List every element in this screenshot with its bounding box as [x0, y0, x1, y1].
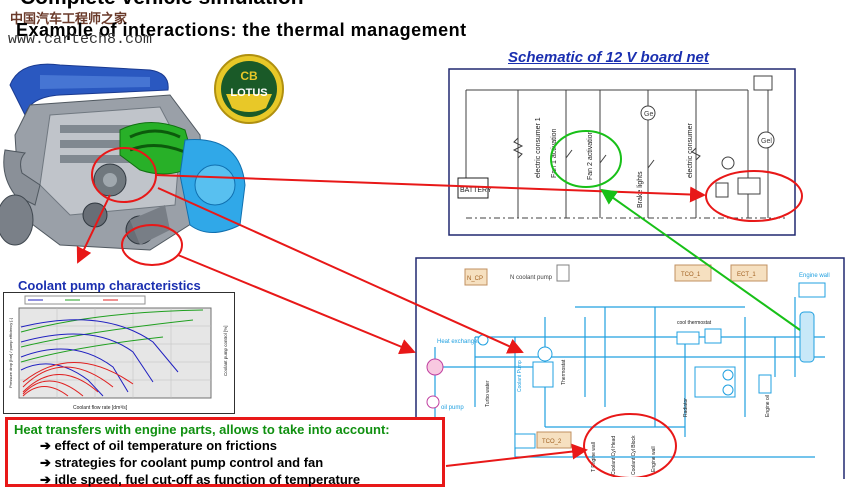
lotus-logo-text: LOTUS	[230, 87, 267, 99]
coolant-pump-chart: Coolant flow rate [dm³/s] Pressure drop …	[3, 292, 235, 414]
n-coolant-pump-label: N coolant pump	[510, 275, 553, 281]
pump-chart-ylabel: Pressure drop [bar] / pump efficiency [-…	[8, 318, 13, 388]
fan2-label: Fan 2 activation	[587, 130, 594, 180]
t-engine-wall-label: Engine wall	[651, 446, 657, 472]
svg-text:CB: CB	[240, 69, 258, 83]
engine-wall-label: Engine wall	[799, 273, 830, 279]
tco1-label: TCO_1	[681, 272, 701, 278]
coolant-cyl-block-label: Coolant Cyl Block	[631, 435, 637, 475]
ect1-label: ECT_1	[737, 272, 756, 278]
thermostat-label: Thermostat	[561, 359, 567, 385]
pump-chart-title: Coolant pump characteristics	[18, 278, 201, 293]
fan1-label: Fan 1 activation	[551, 128, 558, 178]
pump-chart-y2label: Coolant pump control [%]	[223, 325, 228, 376]
watermark-chinese: 中国汽车工程师之家	[10, 11, 128, 26]
svg-text:Gel: Gel	[761, 138, 772, 145]
svg-text:Ge: Ge	[644, 111, 653, 118]
coolant-pump-label: Coolant Pump	[517, 360, 523, 392]
heat-exchanger-label: Heat exchanger	[437, 339, 479, 345]
thermal-circuit-diagram: N_CP N coolant pump TCO_1 ECT_1 Engine w…	[415, 257, 845, 479]
heat-transfer-item: ➔ strategies for coolant pump control an…	[40, 455, 324, 470]
heat-transfer-item: ➔ effect of oil temperature on frictions	[40, 438, 277, 453]
coolant-cyl-head-label: Coolant Cyl Head	[611, 436, 617, 475]
turbo-water-label: Turbo water	[485, 380, 491, 407]
brake-label: Brake lights	[637, 171, 644, 208]
schematic-title: Schematic of 12 V board net	[508, 49, 709, 66]
radiator-label: Radiator	[683, 398, 689, 417]
oil-pump-label: oil pump	[441, 405, 464, 411]
heat-transfer-item: ➔ idle speed, fuel cut-off as function o…	[40, 472, 361, 487]
battery-label: BATTERY	[460, 187, 492, 194]
consumer-n-label: electric consumer	[687, 122, 694, 178]
pump-chart-xlabel: Coolant flow rate [dm³/s]	[73, 405, 128, 411]
watermark-url: www.cartech8.com	[8, 31, 153, 48]
heat-transfer-title: Heat transfers with engine parts, allows…	[14, 422, 390, 437]
ncp-label: N_CP	[467, 276, 483, 282]
page-subtitle: Example of interactions: the thermal man…	[16, 20, 467, 40]
page-title: Complete vehicle simulation	[20, 0, 304, 10]
engine-oil-label: Engine oil	[765, 395, 771, 417]
cool-thermostat-label: cool thermostat	[677, 320, 712, 326]
board-net-schematic: BATTERY Ge Gel electric consumer 1 Fan 1…	[448, 68, 796, 236]
consumer1-label: electric consumer 1	[535, 117, 542, 178]
lotus-logo: LOTUS CB	[214, 54, 284, 124]
tco2-label: TCO_2	[542, 439, 562, 445]
engine-wall-coolant-label: T Engine wall	[591, 442, 597, 472]
